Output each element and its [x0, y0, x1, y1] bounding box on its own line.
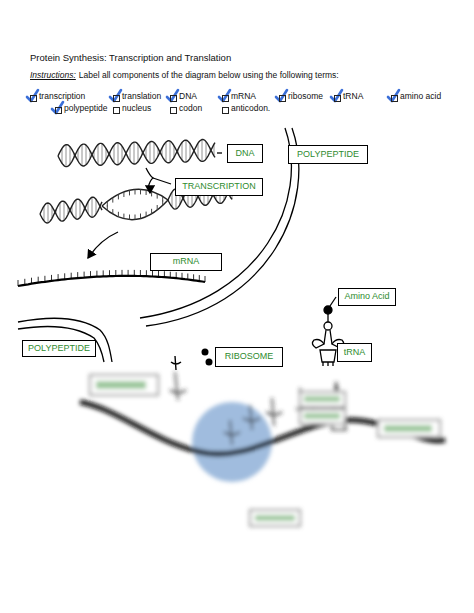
check-marks: [27, 90, 399, 113]
checkbox: [222, 107, 229, 114]
label-text: DNA: [235, 149, 254, 159]
label-text: TRANSCRIPTION: [182, 182, 256, 192]
term-label: polypeptide: [64, 104, 107, 114]
instructions-heading: Instructions:: [30, 71, 76, 81]
strand: [18, 270, 205, 286]
checkbox: [391, 95, 398, 102]
strand: [40, 197, 102, 223]
checkbox: [30, 95, 37, 102]
checkbox: [170, 107, 177, 114]
strand: [107, 189, 162, 219]
label-box: DNA: [227, 144, 263, 163]
term-label: nucleus: [122, 104, 151, 114]
term-label: transcription: [39, 92, 85, 102]
strand: [58, 140, 215, 166]
strand: [58, 140, 215, 167]
label-box: tRNA: [337, 343, 372, 362]
label-box: mRNA: [150, 253, 222, 271]
term-label: anticodon.: [231, 104, 270, 114]
checkbox: [170, 95, 177, 102]
label-text: POLYPEPTIDE: [297, 150, 359, 160]
checkbox: [55, 107, 62, 114]
term-label: tRNA: [343, 92, 363, 102]
label-text: POLYPEPTIDE: [28, 344, 90, 354]
term-label: ribosome: [288, 92, 323, 102]
label-text: Amino Acid: [344, 292, 389, 302]
label-text: RIBOSOME: [225, 352, 274, 362]
label-text: mRNA: [173, 257, 200, 267]
term-label: mRNA: [231, 92, 256, 102]
label-text: tRNA: [344, 348, 366, 358]
strand: [40, 199, 102, 221]
blurred-translation-area: [80, 372, 445, 526]
checkbox: [113, 107, 120, 114]
strand: [18, 276, 205, 286]
checkbox: [113, 95, 120, 102]
term-label: DNA: [179, 92, 197, 102]
amino-acid-dots: [171, 349, 213, 371]
term-label: amino acid: [400, 92, 441, 102]
mrna-strand: [18, 270, 205, 286]
term-label: translation: [122, 92, 161, 102]
instructions-text: Label all components of the diagram belo…: [79, 71, 339, 81]
label-box: Amino Acid: [338, 288, 396, 306]
label-box: TRANSCRIPTION: [175, 178, 263, 196]
checkbox: [279, 95, 286, 102]
term-label: codon: [179, 104, 202, 114]
nuclear-envelope: [18, 128, 299, 362]
checkbox: [222, 95, 229, 102]
label-box: POLYPEPTIDE: [22, 340, 96, 357]
checkbox: [334, 95, 341, 102]
label-box: RIBOSOME: [215, 347, 283, 367]
label-box: POLYPEPTIDE: [288, 145, 368, 164]
worksheet-title: Protein Synthesis: Transcription and Tra…: [30, 53, 231, 64]
